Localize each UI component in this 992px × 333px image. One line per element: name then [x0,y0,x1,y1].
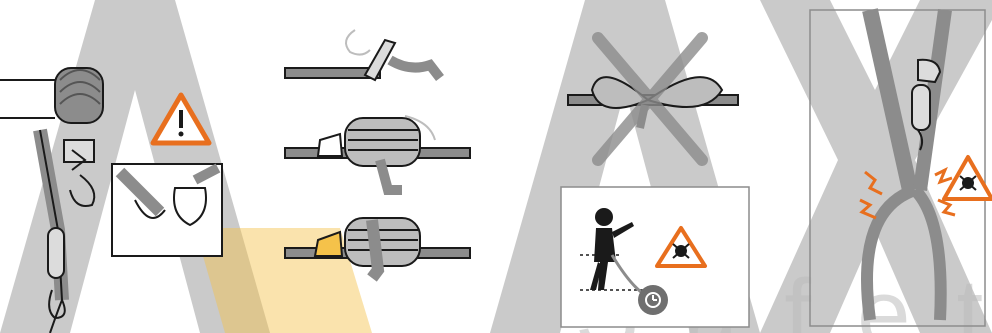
carabiner-lanyard-panel [0,0,992,333]
